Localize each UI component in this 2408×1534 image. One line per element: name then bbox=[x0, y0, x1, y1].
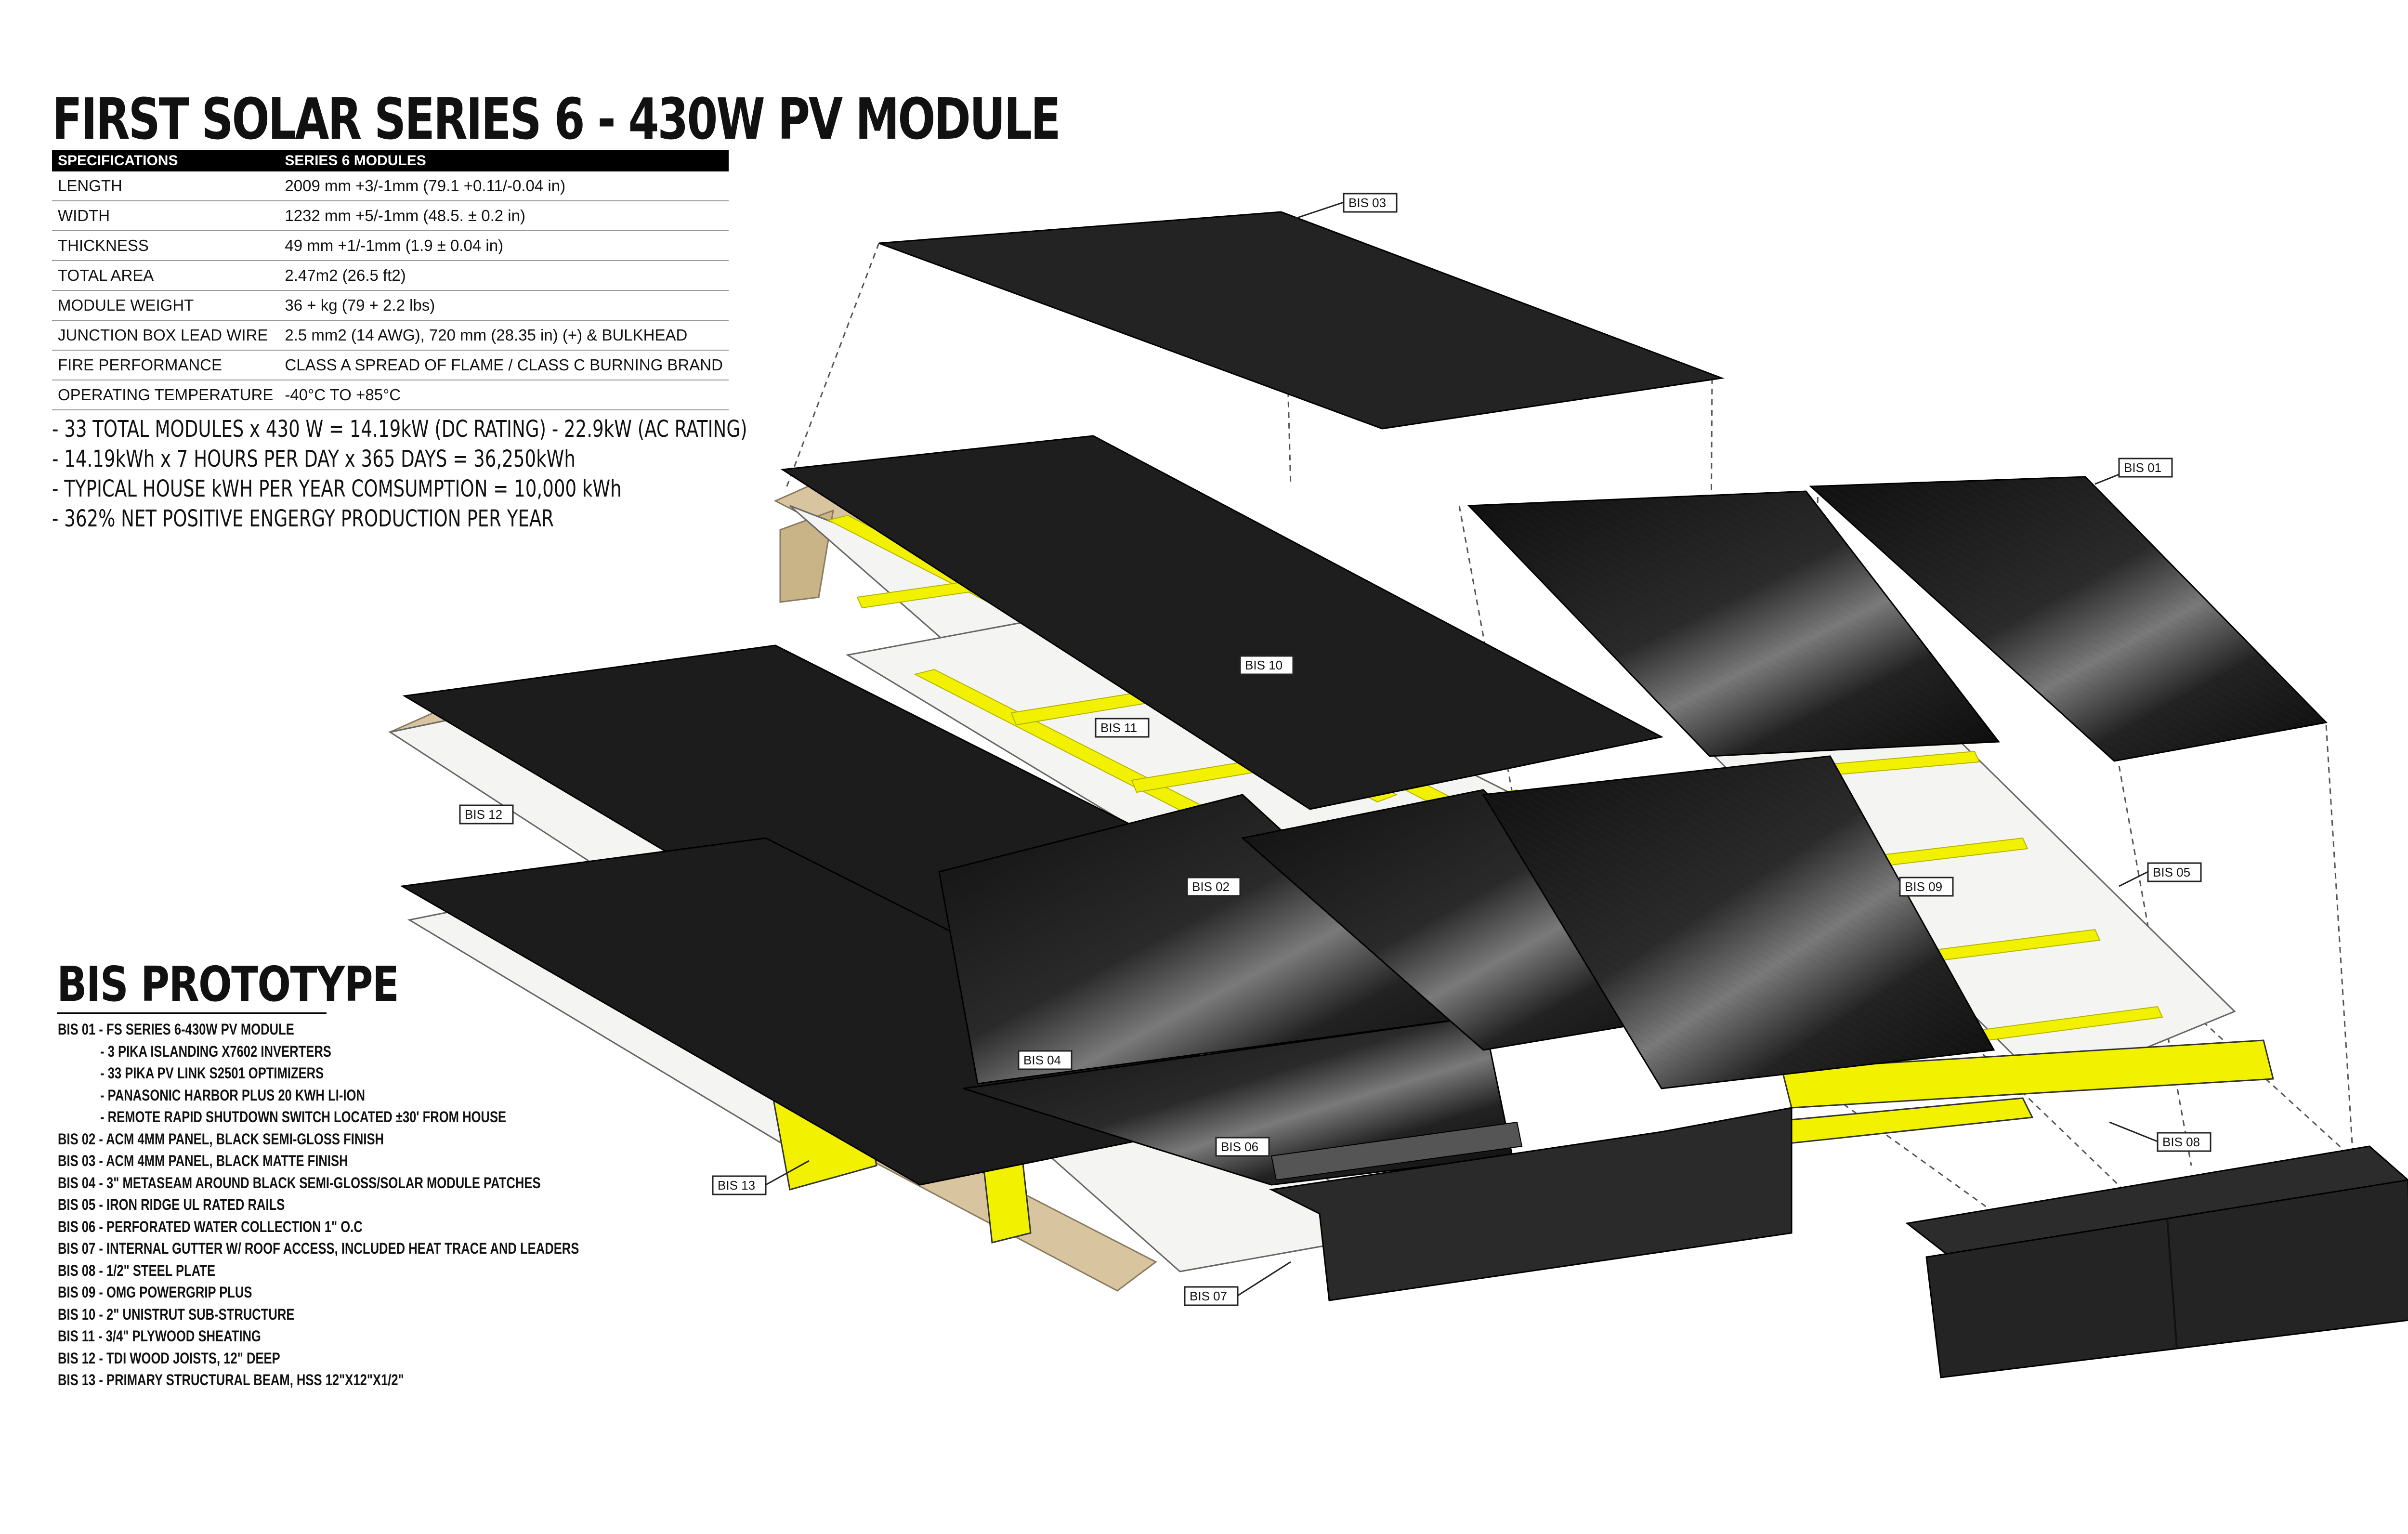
bis06-perforated-gutter bbox=[1269, 1107, 1793, 1301]
callout-bis02-label: BIS 02 bbox=[1192, 879, 1230, 894]
bis-legend-list: BIS 01 - FS SERIES 6-430W PV MODULE - 3 … bbox=[58, 1019, 709, 1391]
callout-bis12: BIS 12 bbox=[459, 804, 514, 825]
callout-bis06: BIS 06 bbox=[1215, 1137, 1270, 1157]
bis04-center-panels bbox=[938, 789, 1716, 1186]
callout-bis11-label: BIS 11 bbox=[1100, 721, 1137, 735]
list-item: BIS 10 - 2" UNISTRUT SUB-STRUCTURE bbox=[58, 1305, 295, 1323]
energy-note: - TYPICAL HOUSE kWH PER YEAR COMSUMPTION… bbox=[52, 475, 622, 502]
callout-bis02: BIS 02 bbox=[1186, 877, 1241, 897]
list-item: BIS 13 - PRIMARY STRUCTURAL BEAM, HSS 12… bbox=[58, 1371, 404, 1389]
callout-bis08: BIS 08 bbox=[2109, 1121, 2212, 1152]
spec-label: FIRE PERFORMANCE bbox=[52, 350, 279, 380]
callout-bis05: BIS 05 bbox=[2119, 862, 2202, 887]
callout-bis01: BIS 01 bbox=[2094, 458, 2173, 485]
callout-bis11: BIS 11 bbox=[1095, 718, 1150, 738]
page-title: FIRST SOLAR SERIES 6 - 430W PV MODULE bbox=[52, 86, 1061, 152]
callout-bis07-label: BIS 07 bbox=[1190, 1289, 1227, 1303]
callout-bis06-label: BIS 06 bbox=[1221, 1140, 1258, 1154]
bis-title-underline bbox=[57, 1012, 327, 1014]
list-item: BIS 03 - ACM 4MM PANEL, BLACK MATTE FINI… bbox=[58, 1152, 348, 1169]
list-item: - 33 PIKA PV LINK S2501 OPTIMIZERS bbox=[100, 1064, 324, 1082]
callout-bis04: BIS 04 bbox=[1018, 1050, 1073, 1070]
bis-prototype-title: BIS PROTOTYPE bbox=[57, 956, 399, 1012]
callout-bis13: BIS 13 bbox=[712, 1160, 810, 1195]
spec-header-series6: SERIES 6 MODULES bbox=[279, 150, 729, 171]
energy-note: - 14.19kWh x 7 HOURS PER DAY x 365 DAYS … bbox=[52, 446, 576, 472]
list-item: BIS 05 - IRON RIDGE UL RATED RAILS bbox=[58, 1196, 285, 1213]
list-item: - 3 PIKA ISLANDING X7602 INVERTERS bbox=[100, 1042, 331, 1060]
callout-bis09-label: BIS 09 bbox=[1905, 879, 1942, 894]
spec-label: OPERATING TEMPERATURE bbox=[52, 380, 279, 410]
callout-bis09: BIS 09 bbox=[1899, 877, 1954, 897]
list-item: BIS 08 - 1/2" STEEL PLATE bbox=[58, 1261, 216, 1279]
spec-label: MODULE WEIGHT bbox=[52, 290, 279, 321]
callout-bis03: BIS 03 bbox=[1285, 193, 1398, 223]
list-item: BIS 12 - TDI WOOD JOISTS, 12" DEEP bbox=[58, 1349, 280, 1367]
callout-bis04-label: BIS 04 bbox=[1023, 1053, 1061, 1067]
bis03-matte-panel bbox=[878, 211, 1725, 430]
list-item: BIS 01 - FS SERIES 6-430W PV MODULE bbox=[58, 1021, 294, 1038]
energy-notes: - 33 TOTAL MODULES x 430 W = 14.19kW (DC… bbox=[52, 414, 774, 534]
spec-value: 1232 mm +5/-1mm (48.5. ± 0.2 in) bbox=[279, 201, 729, 231]
list-item: BIS 11 - 3/4" PLYWOOD SHEATING bbox=[58, 1327, 261, 1345]
callout-bis08-label: BIS 08 bbox=[2162, 1135, 2200, 1149]
spec-value: 2.47m2 (26.5 ft2) bbox=[279, 261, 729, 291]
callout-bis10: BIS 10 bbox=[1239, 655, 1294, 675]
energy-note: - 33 TOTAL MODULES x 430 W = 14.19kW (DC… bbox=[52, 416, 747, 443]
spec-value: 36 + kg (79 + 2.2 lbs) bbox=[279, 290, 729, 321]
perforated-cap bbox=[1905, 1145, 2408, 1378]
callout-bis13-label: BIS 13 bbox=[718, 1178, 755, 1193]
callout-bis12-label: BIS 12 bbox=[465, 807, 502, 822]
list-item: BIS 06 - PERFORATED WATER COLLECTION 1" … bbox=[58, 1218, 363, 1235]
callout-bis07: BIS 07 bbox=[1184, 1261, 1291, 1306]
spec-value: CLASS A SPREAD OF FLAME / CLASS C BURNIN… bbox=[279, 350, 729, 380]
callout-bis03-label: BIS 03 bbox=[1348, 196, 1386, 210]
spec-header-specifications: SPECIFICATIONS bbox=[52, 150, 279, 171]
table-row: OPERATING TEMPERATURE-40°C TO +85°C bbox=[52, 380, 729, 410]
spec-label: THICKNESS bbox=[52, 231, 279, 261]
list-item: - REMOTE RAPID SHUTDOWN SWITCH LOCATED ±… bbox=[100, 1108, 507, 1126]
list-item: BIS 04 - 3" METASEAM AROUND BLACK SEMI-G… bbox=[58, 1174, 541, 1192]
callout-bis10-label: BIS 10 bbox=[1245, 658, 1283, 672]
energy-note: - 362% NET POSITIVE ENGERGY PRODUCTION P… bbox=[52, 505, 554, 532]
bis01-pv-modules bbox=[1467, 476, 2328, 1089]
spec-label: TOTAL AREA bbox=[52, 261, 279, 291]
spec-label: WIDTH bbox=[52, 201, 279, 231]
list-item: - PANASONIC HARBOR PLUS 20 kWh LI-ION bbox=[100, 1086, 365, 1104]
spec-value: -40°C TO +85°C bbox=[279, 380, 729, 410]
spec-label: JUNCTION BOX LEAD WIRE bbox=[52, 320, 279, 351]
callout-bis05-label: BIS 05 bbox=[2153, 865, 2190, 879]
list-item: BIS 09 - OMG POWERGRIP PLUS bbox=[58, 1284, 252, 1301]
spec-value: 49 mm +1/-1mm (1.9 ± 0.04 in) bbox=[279, 231, 729, 261]
spec-table-header: SPECIFICATIONS SERIES 6 MODULES bbox=[52, 150, 729, 171]
list-item: BIS 07 - INTERNAL GUTTER W/ ROOF ACCESS,… bbox=[58, 1240, 579, 1257]
list-item: BIS 02 - ACM 4MM PANEL, BLACK SEMI-GLOSS… bbox=[58, 1130, 384, 1148]
spec-label: LENGTH bbox=[52, 171, 279, 201]
spec-value: 2.5 mm2 (14 AWG), 720 mm (28.35 in) (+) … bbox=[279, 320, 729, 351]
spec-value: 2009 mm +3/-1mm (79.1 +0.11/-0.04 in) bbox=[279, 171, 729, 201]
callout-bis01-label: BIS 01 bbox=[2124, 460, 2161, 475]
